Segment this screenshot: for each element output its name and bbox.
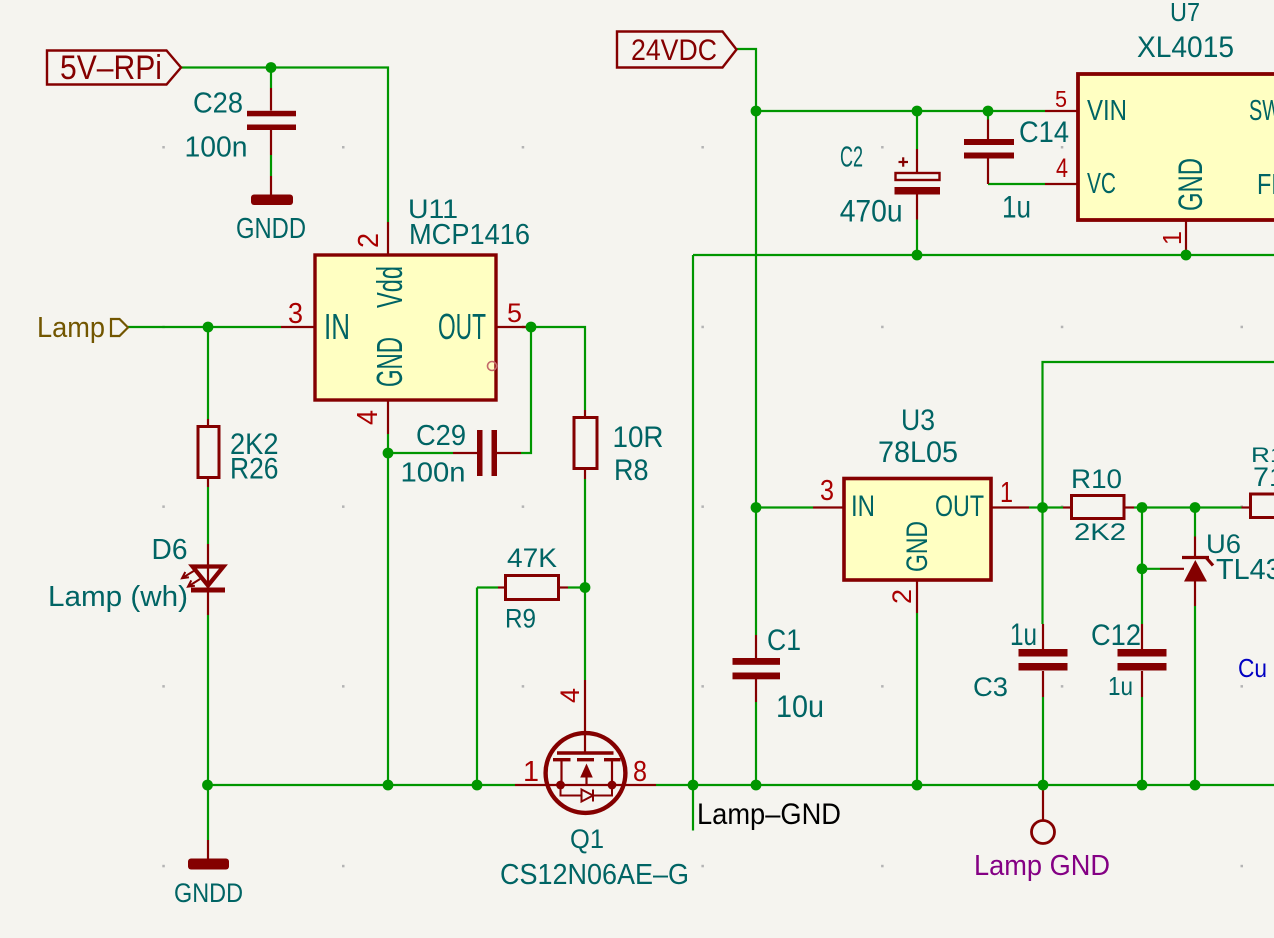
svg-text:470u: 470u xyxy=(840,194,903,229)
svg-text:C28: C28 xyxy=(193,88,243,120)
svg-text:R12: R12 xyxy=(1251,443,1274,467)
svg-text:OUT: OUT xyxy=(935,490,984,523)
svg-text:10R: 10R xyxy=(613,421,664,454)
svg-text:Lamp–GND: Lamp–GND xyxy=(697,798,841,831)
svg-text:FB: FB xyxy=(1257,169,1274,201)
svg-text:2K2: 2K2 xyxy=(230,428,279,461)
svg-text:Lamp GND: Lamp GND xyxy=(974,850,1110,882)
svg-text:1u: 1u xyxy=(1010,617,1037,652)
svg-text:IN: IN xyxy=(851,490,875,523)
svg-text:Q1: Q1 xyxy=(570,823,604,854)
svg-text:8: 8 xyxy=(633,756,647,788)
svg-text:D6: D6 xyxy=(152,534,188,566)
svg-text:GNDD: GNDD xyxy=(174,877,243,908)
svg-text:MCP1416: MCP1416 xyxy=(409,219,530,251)
svg-text:C1: C1 xyxy=(767,624,801,657)
svg-text:Lamp: Lamp xyxy=(37,312,105,344)
svg-text:3: 3 xyxy=(820,475,834,507)
svg-text:U3: U3 xyxy=(901,404,935,437)
svg-text:C2: C2 xyxy=(840,142,863,174)
svg-text:1: 1 xyxy=(1000,477,1013,509)
svg-text:4: 4 xyxy=(1056,152,1068,183)
svg-text:78L05: 78L05 xyxy=(878,436,958,469)
svg-text:715: 715 xyxy=(1253,461,1274,492)
svg-text:C29: C29 xyxy=(416,420,466,452)
svg-text:47K: 47K xyxy=(507,542,557,573)
svg-text:Vdd: Vdd xyxy=(369,266,410,308)
svg-text:Cu: Cu xyxy=(1238,655,1267,683)
svg-text:1u: 1u xyxy=(1002,190,1031,225)
svg-text:GND: GND xyxy=(369,337,410,387)
svg-text:2K2: 2K2 xyxy=(1074,519,1126,546)
svg-text:5: 5 xyxy=(507,297,522,328)
svg-text:R9: R9 xyxy=(505,603,536,634)
svg-text:100n: 100n xyxy=(401,457,466,488)
svg-text:R10: R10 xyxy=(1071,463,1122,494)
svg-text:OUT: OUT xyxy=(438,306,486,347)
svg-text:2: 2 xyxy=(353,233,385,248)
svg-text:XL4015: XL4015 xyxy=(1137,31,1234,64)
svg-text:C14: C14 xyxy=(1019,116,1069,149)
svg-text:R26: R26 xyxy=(230,453,279,486)
svg-text:IN: IN xyxy=(324,306,350,347)
svg-text:C12: C12 xyxy=(1091,619,1141,652)
svg-text:1u: 1u xyxy=(1108,673,1133,701)
svg-text:100n: 100n xyxy=(185,132,248,164)
svg-text:CS12N06AE–G: CS12N06AE–G xyxy=(500,859,689,891)
svg-text:5V–RPi: 5V–RPi xyxy=(60,49,162,87)
svg-text:R8: R8 xyxy=(614,454,649,487)
svg-text:C3: C3 xyxy=(973,671,1008,702)
svg-text:GNDD: GNDD xyxy=(236,213,306,245)
svg-text:10u: 10u xyxy=(776,689,824,724)
svg-text:3: 3 xyxy=(288,298,303,330)
svg-text:GND: GND xyxy=(1172,158,1210,211)
svg-text:U6: U6 xyxy=(1206,528,1241,559)
svg-text:1: 1 xyxy=(523,756,539,788)
svg-text:5: 5 xyxy=(1055,86,1067,112)
svg-text:1: 1 xyxy=(1159,231,1187,245)
svg-text:SW: SW xyxy=(1249,95,1274,127)
svg-text:U11: U11 xyxy=(408,193,458,224)
svg-text:VIN: VIN xyxy=(1087,95,1127,127)
svg-text:Lamp (wh): Lamp (wh) xyxy=(48,581,188,613)
svg-text:TL431x: TL431x xyxy=(1216,554,1274,586)
svg-text:GND: GND xyxy=(901,521,934,572)
svg-text:24VDC: 24VDC xyxy=(631,34,717,67)
svg-text:4: 4 xyxy=(554,688,585,703)
svg-text:2: 2 xyxy=(886,589,917,604)
svg-text:4: 4 xyxy=(352,410,384,425)
svg-text:U7: U7 xyxy=(1170,0,1200,27)
svg-text:VC: VC xyxy=(1087,168,1116,200)
